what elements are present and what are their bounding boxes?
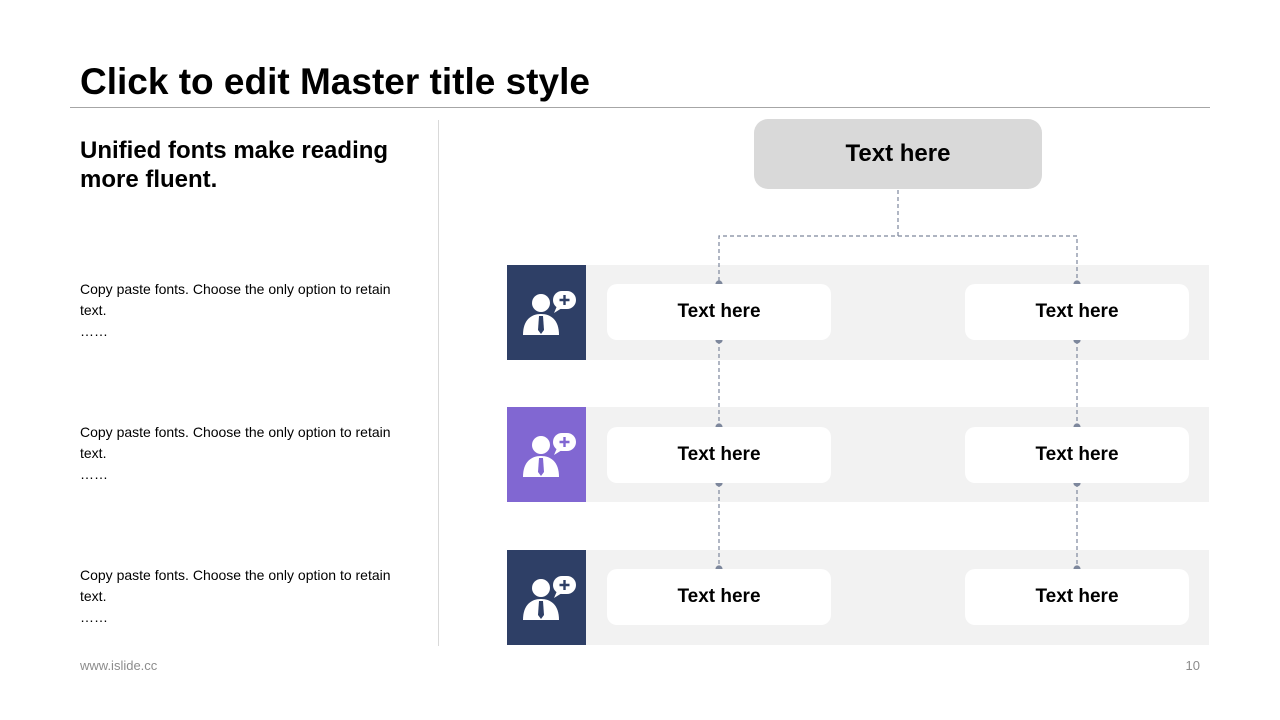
card-label: Text here [1035,444,1119,465]
description-2: Copy paste fonts. Choose the only option… [80,422,420,485]
card-label: Text here [1035,586,1119,607]
description-ellipsis: …… [80,466,108,482]
page-number: 10 [1185,658,1200,673]
slide-title: Click to edit Master title style [80,61,590,102]
row-3-right-card: Text here [965,569,1189,625]
card-label: Text here [1035,301,1119,322]
row-icon-box-2 [507,407,586,502]
subtitle: Unified fonts make reading more fluent. [80,137,389,193]
user-chat-icon [522,575,576,620]
row-2-left-card: Text here [607,427,831,483]
column-divider [438,120,439,646]
description-text: Copy paste fonts. Choose the only option… [80,281,391,318]
card-label: Text here [677,301,761,322]
footer-website: www.islide.cc [80,658,158,673]
top-node-label: Text here [845,140,951,167]
description-ellipsis: …… [80,609,108,625]
title-divider [70,107,1210,108]
top-node: Text here [754,119,1042,189]
card-label: Text here [677,586,761,607]
description-1: Copy paste fonts. Choose the only option… [80,279,420,342]
user-chat-icon [522,290,576,335]
card-label: Text here [677,444,761,465]
row-icon-box-1 [507,265,586,360]
description-text: Copy paste fonts. Choose the only option… [80,424,391,461]
row-2-right-card: Text here [965,427,1189,483]
description-3: Copy paste fonts. Choose the only option… [80,565,420,628]
description-text: Copy paste fonts. Choose the only option… [80,567,391,604]
description-ellipsis: …… [80,323,108,339]
row-3-left-card: Text here [607,569,831,625]
row-1-right-card: Text here [965,284,1189,340]
row-icon-box-3 [507,550,586,645]
user-chat-icon [522,432,576,477]
row-1-left-card: Text here [607,284,831,340]
